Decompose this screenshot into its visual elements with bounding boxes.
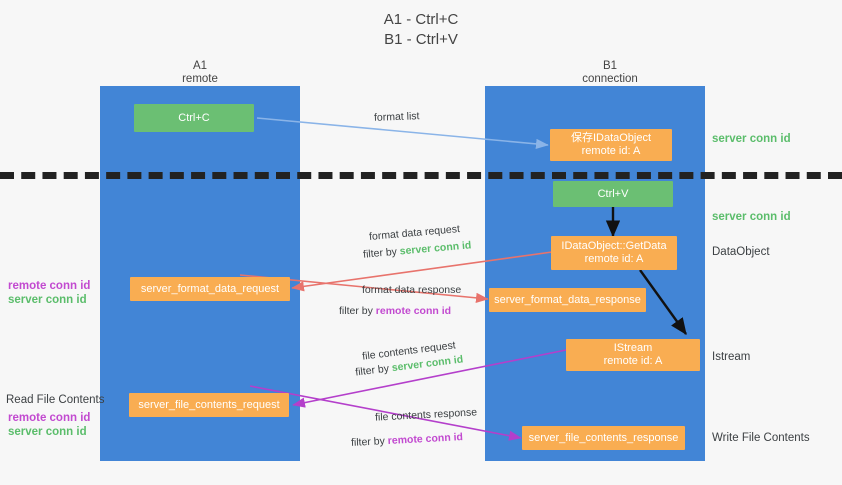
edge-label-format-data-response-filter: filter by remote conn id — [339, 305, 451, 318]
left-label-server-conn-id-mid: server conn id — [8, 294, 87, 306]
box-idataobject-getdata-line2: remote id: A — [584, 253, 644, 265]
column-header-a1: A1 remote — [140, 60, 260, 86]
right-label-istream: Istream — [712, 351, 751, 363]
right-label-write-file-contents: Write File Contents — [712, 432, 810, 444]
edge-label-file-contents-response: file contents response — [374, 406, 478, 424]
filter-prefix-2: filter by — [339, 305, 376, 317]
title-line-1: A1 - Ctrl+C — [383, 11, 459, 28]
box-istream-line1: IStream — [613, 342, 653, 354]
column-header-b1-name: B1 — [602, 60, 618, 72]
title-line-2: B1 - Ctrl+V — [384, 31, 458, 48]
box-idataobject-getdata[interactable]: IDataObject::GetData remote id: A — [551, 236, 677, 270]
filter-key-remote-conn-id-1: remote conn id — [375, 305, 452, 317]
filter-prefix-4: filter by — [350, 435, 389, 449]
box-server-format-data-request-label: server_format_data_request — [140, 282, 280, 295]
filter-prefix-1: filter by — [362, 245, 401, 261]
column-header-b1-sub: connection — [582, 73, 638, 85]
phase-divider — [0, 172, 842, 179]
box-server-file-contents-request[interactable]: server_file_contents_request — [129, 393, 289, 417]
column-header-b1: B1 connection — [540, 60, 680, 86]
box-ctrl-v[interactable]: Ctrl+V — [553, 181, 673, 207]
box-istream[interactable]: IStream remote id: A — [566, 339, 700, 371]
edge-label-format-data-response: format data response — [362, 284, 462, 296]
left-label-remote-conn-id-mid: remote conn id — [8, 280, 91, 292]
box-ctrl-v-line1: Ctrl+V — [597, 187, 629, 200]
box-server-format-data-response-label: server_format_data_response — [494, 293, 641, 306]
right-label-server-conn-id-top: server conn id — [712, 133, 791, 145]
right-label-server-conn-id-second: server conn id — [712, 211, 791, 223]
left-label-read-file-contents: Read File Contents — [6, 394, 105, 406]
box-save-idataobject[interactable]: 保存IDataObject remote id: A — [550, 129, 672, 161]
column-header-a1-sub: remote — [182, 73, 218, 85]
left-label-remote-conn-id-low: remote conn id — [8, 412, 91, 424]
box-server-file-contents-response-label: server_file_contents_response — [528, 431, 679, 444]
filter-key-server-conn-id-1: server conn id — [399, 239, 472, 258]
box-server-format-data-response[interactable]: server_format_data_response — [489, 288, 646, 312]
box-server-file-contents-request-label: server_file_contents_request — [138, 398, 280, 411]
left-label-server-conn-id-low: server conn id — [8, 426, 87, 438]
box-istream-line2: remote id: A — [603, 355, 663, 367]
box-ctrl-c[interactable]: Ctrl+C — [134, 104, 254, 132]
box-save-idataobject-line2: remote id: A — [581, 145, 641, 157]
column-header-a1-name: A1 — [192, 60, 208, 72]
box-server-file-contents-response[interactable]: server_file_contents_response — [522, 426, 685, 450]
diagram-title: A1 - Ctrl+C B1 - Ctrl+V — [0, 10, 842, 50]
right-label-dataobject: DataObject — [712, 246, 770, 258]
box-ctrl-c-line1: Ctrl+C — [178, 111, 210, 124]
edge-label-format-list: format list — [373, 110, 420, 124]
filter-prefix-3: filter by — [354, 362, 393, 379]
box-server-format-data-request[interactable]: server_format_data_request — [130, 277, 290, 301]
box-idataobject-getdata-line1: IDataObject::GetData — [561, 240, 667, 252]
box-save-idataobject-line1: 保存IDataObject — [570, 132, 652, 144]
edge-label-file-contents-response-filter: filter by remote conn id — [351, 431, 464, 450]
filter-key-remote-conn-id-2: remote conn id — [387, 431, 464, 447]
